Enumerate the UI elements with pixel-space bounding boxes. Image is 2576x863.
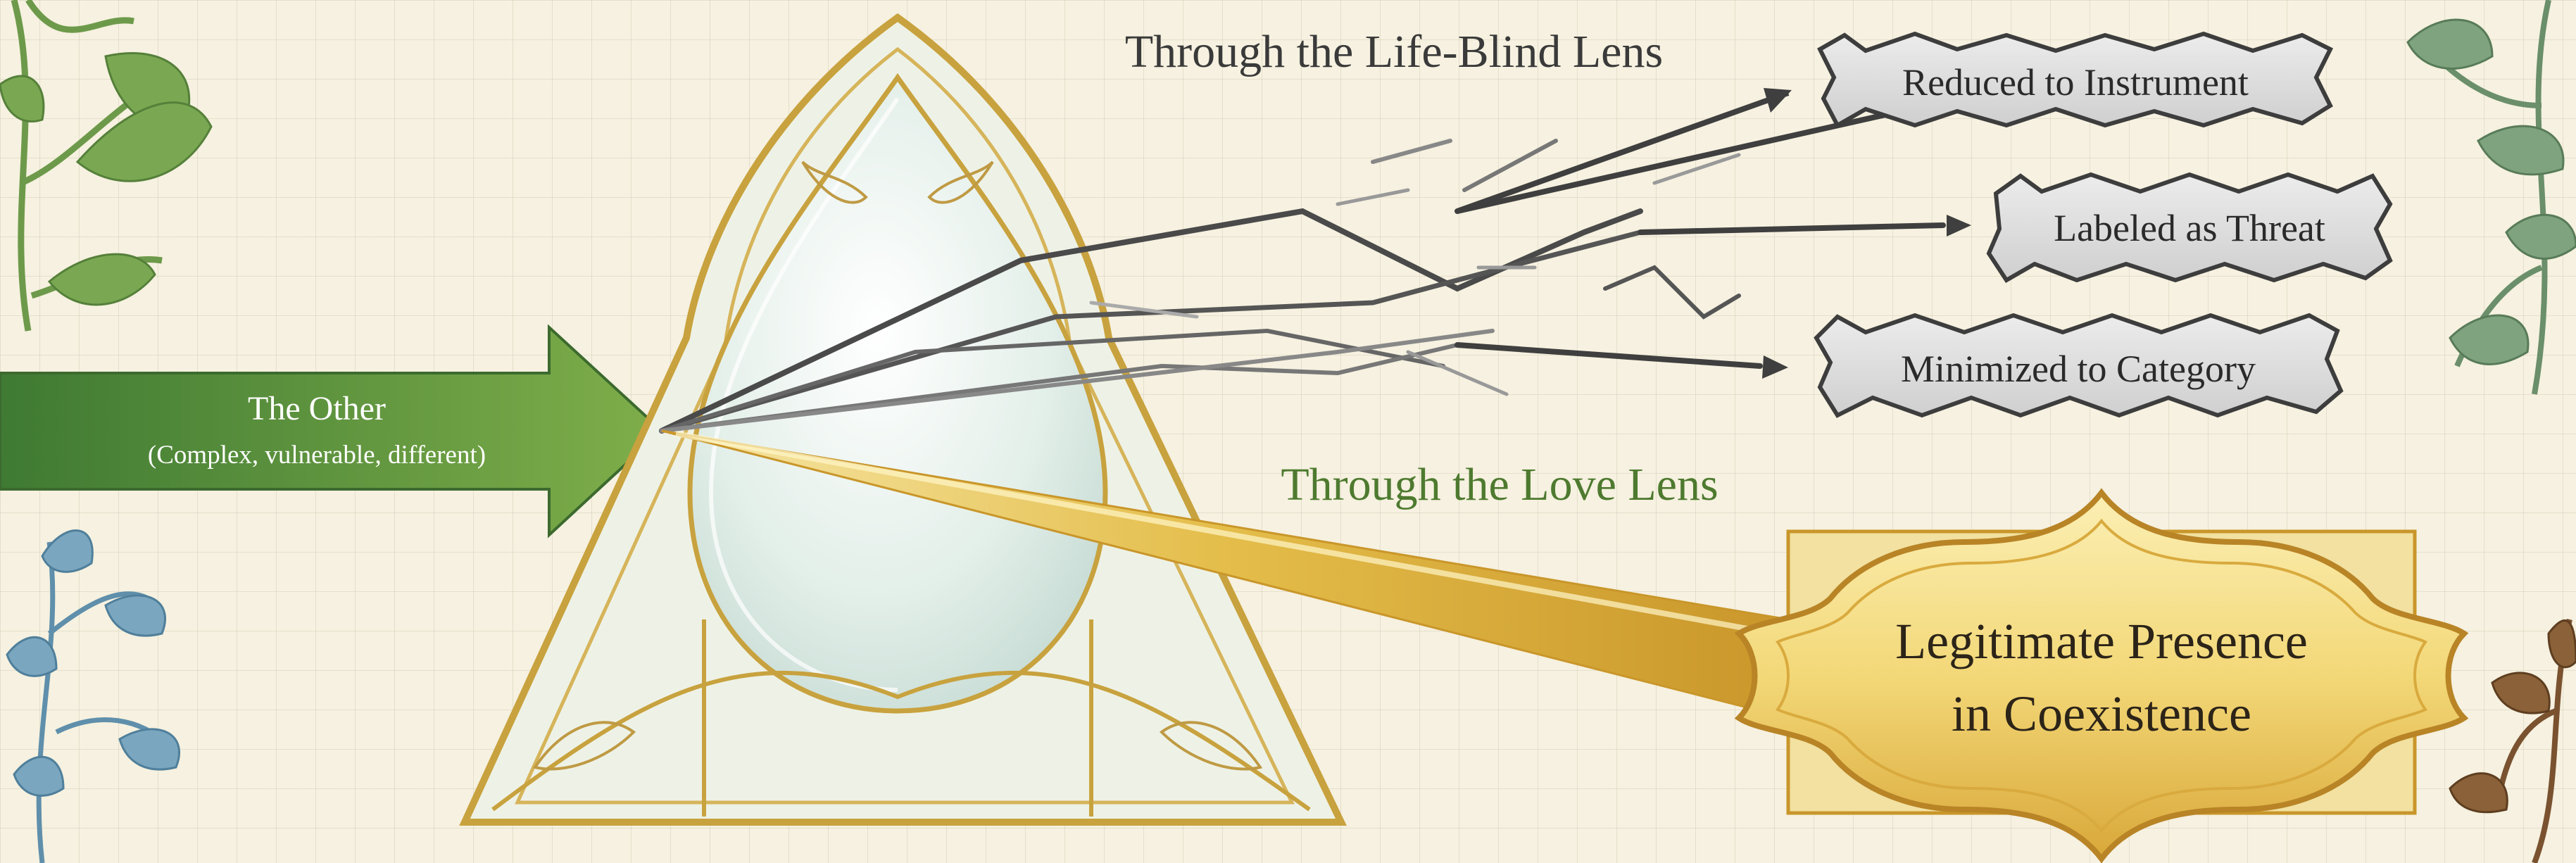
leaf-icon-bottom-left — [7, 531, 180, 796]
vine-icon-bottom-left — [39, 542, 169, 863]
outcome-box-category: Minimized to Category — [1816, 315, 2341, 415]
love-outcome-line2: in Coexistence — [1952, 686, 2251, 742]
source-subtitle: (Complex, vulnerable, different) — [148, 441, 486, 470]
love-outcome-line1: Legitimate Presence — [1895, 613, 2308, 669]
love-heading: Through the Love Lens — [1281, 459, 1718, 510]
arrow-line-instrument — [1457, 93, 1788, 211]
life-blind-heading: Through the Life-Blind Lens — [1125, 26, 1663, 77]
outcome-box-instrument: Reduced to Instrument — [1820, 34, 2330, 125]
outcome-box-threat: Labeled as Threat — [1989, 175, 2390, 280]
outcome-label-threat: Labeled as Threat — [2054, 207, 2325, 249]
source-title: The Other — [248, 390, 386, 427]
source-arrow — [0, 327, 662, 535]
love-outcome-plaque: Legitimate Presence in Coexistence — [1739, 493, 2464, 859]
leaf-icon-top-right — [2408, 20, 2576, 364]
outcome-label-category: Minimized to Category — [1901, 348, 2256, 390]
outcome-label-instrument: Reduced to Instrument — [1902, 61, 2249, 103]
